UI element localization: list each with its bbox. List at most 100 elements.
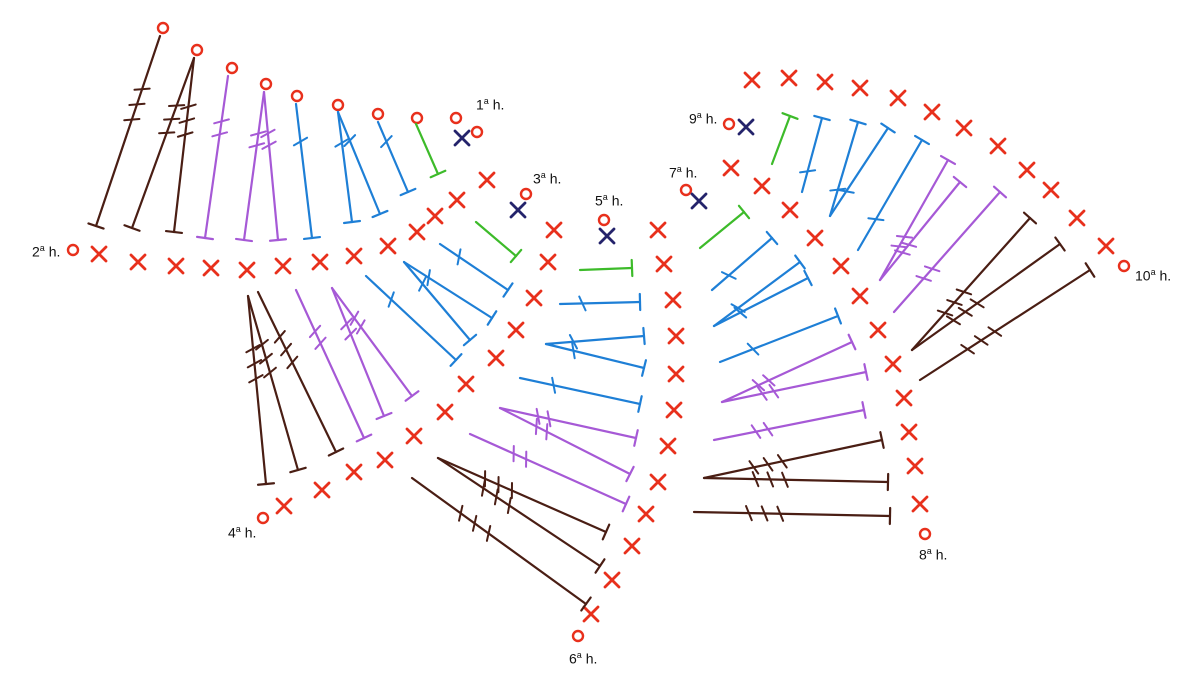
treble-stitch-top (861, 401, 867, 419)
double-treble-stitch-bar (158, 131, 176, 135)
double-stitch (438, 242, 510, 292)
double-treble-stitch-bar (123, 117, 141, 122)
double-treble-stitch-bar (180, 103, 197, 110)
double-stitch (544, 334, 646, 346)
double-stitch-top (637, 395, 643, 413)
chain-circle-icon (918, 527, 932, 541)
treble-stitch (330, 286, 386, 418)
treble-stitch (468, 432, 628, 506)
double-stitch-top (794, 254, 806, 270)
double-treble-stitch-top (164, 229, 184, 235)
double-stitch-bar (730, 303, 746, 313)
double-treble-stitch-bar (751, 471, 760, 488)
double-treble-stitch-bar (458, 504, 464, 522)
double-treble-stitch-bar (263, 366, 277, 379)
double-treble-stitch-bar (745, 505, 753, 522)
double-stitch-top (449, 353, 463, 367)
treble-stitch-top (633, 429, 639, 447)
double-treble-stitch-top (1054, 236, 1066, 252)
single-crochet-x-icon (900, 423, 918, 441)
double-stitch-bar (426, 269, 431, 287)
single-crochet-x-icon (667, 365, 685, 383)
chain-circle-icon (410, 111, 424, 125)
row-label-9: 9a h. (689, 110, 718, 127)
single-crochet-x-icon (345, 463, 363, 481)
single-crochet-x-icon (507, 321, 525, 339)
double-treble-stitch (436, 456, 608, 534)
single-crochet-x-icon (1042, 181, 1060, 199)
single-crochet-x-icon (525, 289, 543, 307)
single-crochet-x-icon (637, 505, 655, 523)
treble-stitch-bar (751, 379, 766, 392)
single-crochet-x-icon (816, 73, 834, 91)
treble-stitch-bar (250, 130, 267, 137)
treble-stitch-bar (260, 128, 276, 139)
double-stitch-top (880, 122, 896, 134)
double-stitch-bar (387, 291, 395, 308)
treble-stitch (892, 190, 1002, 314)
chain-circle-icon (190, 43, 204, 57)
single-crochet-x-icon (806, 229, 824, 247)
treble-stitch-top (992, 185, 1008, 199)
single-crochet-x-icon (90, 245, 108, 263)
treble-stitch-bar (261, 140, 277, 150)
chain-circle-icon (449, 111, 463, 125)
chain-circle-icon (519, 187, 533, 201)
half-double-stitch-top (429, 169, 447, 179)
double-stitch-top (849, 118, 867, 126)
treble-stitch (498, 406, 638, 440)
chain-circle-icon (259, 77, 273, 91)
double-treble-stitch-bar (178, 117, 196, 124)
treble-stitch-bar (894, 249, 911, 256)
double-treble-stitch-bar (168, 104, 186, 108)
double-treble-stitch-bar (280, 342, 293, 357)
single-crochet-x-icon (457, 375, 475, 393)
double-stitch (544, 342, 646, 370)
row-label-3: 3a h. (533, 170, 562, 187)
single-crochet-x-icon (487, 349, 505, 367)
double-treble-stitch-bar (493, 488, 499, 506)
single-crochet-x-icon (649, 473, 667, 491)
single-crochet-x-icon (379, 237, 397, 255)
double-treble-stitch-top (256, 482, 276, 486)
treble-stitch-bar (355, 319, 366, 335)
single-crochet-x-icon (405, 427, 423, 445)
treble-stitch-top (195, 235, 215, 241)
chain-circle-icon (225, 61, 239, 75)
double-stitch-bar (867, 217, 885, 222)
double-treble-stitch-bar (945, 315, 961, 326)
treble-stitch-top (939, 154, 957, 166)
chain-circle-icon (290, 89, 304, 103)
row-label-5: 5a h. (595, 192, 624, 209)
treble-stitch-top (625, 465, 635, 483)
double-stitch (718, 314, 840, 364)
double-treble-stitch (918, 268, 1092, 382)
treble-stitch (720, 340, 854, 404)
double-treble-stitch-bar (128, 102, 146, 107)
double-treble-stitch-bar (246, 359, 263, 369)
double-stitch (294, 102, 314, 240)
double-treble-stitch-bar (506, 497, 512, 515)
chain-circle-icon (470, 125, 484, 139)
double-stitch-bar (746, 342, 760, 356)
single-crochet-x-icon (832, 257, 850, 275)
single-crochet-x-icon (408, 223, 426, 241)
double-treble-stitch (436, 456, 602, 568)
treble-stitch (242, 90, 266, 242)
treble-stitch (203, 74, 230, 240)
treble-stitch-bar (308, 324, 322, 339)
double-treble-stitch-bar (766, 471, 775, 488)
treble-stitch-bar (211, 131, 229, 138)
treble-stitch (720, 370, 868, 404)
single-crochet-x-icon (545, 221, 563, 239)
treble-stitch-bar (534, 417, 538, 436)
half-double-stitch (770, 114, 792, 166)
row-label-10: 10a h. (1135, 267, 1172, 284)
single-crochet-x-icon (448, 191, 466, 209)
single-crochet-x-icon (436, 403, 454, 421)
half-double-stitch (698, 210, 746, 250)
double-treble-stitch-bar (781, 471, 789, 488)
double-stitch-bar (456, 248, 462, 266)
double-treble-stitch-top (594, 558, 606, 574)
double-treble-stitch-top (327, 447, 345, 457)
